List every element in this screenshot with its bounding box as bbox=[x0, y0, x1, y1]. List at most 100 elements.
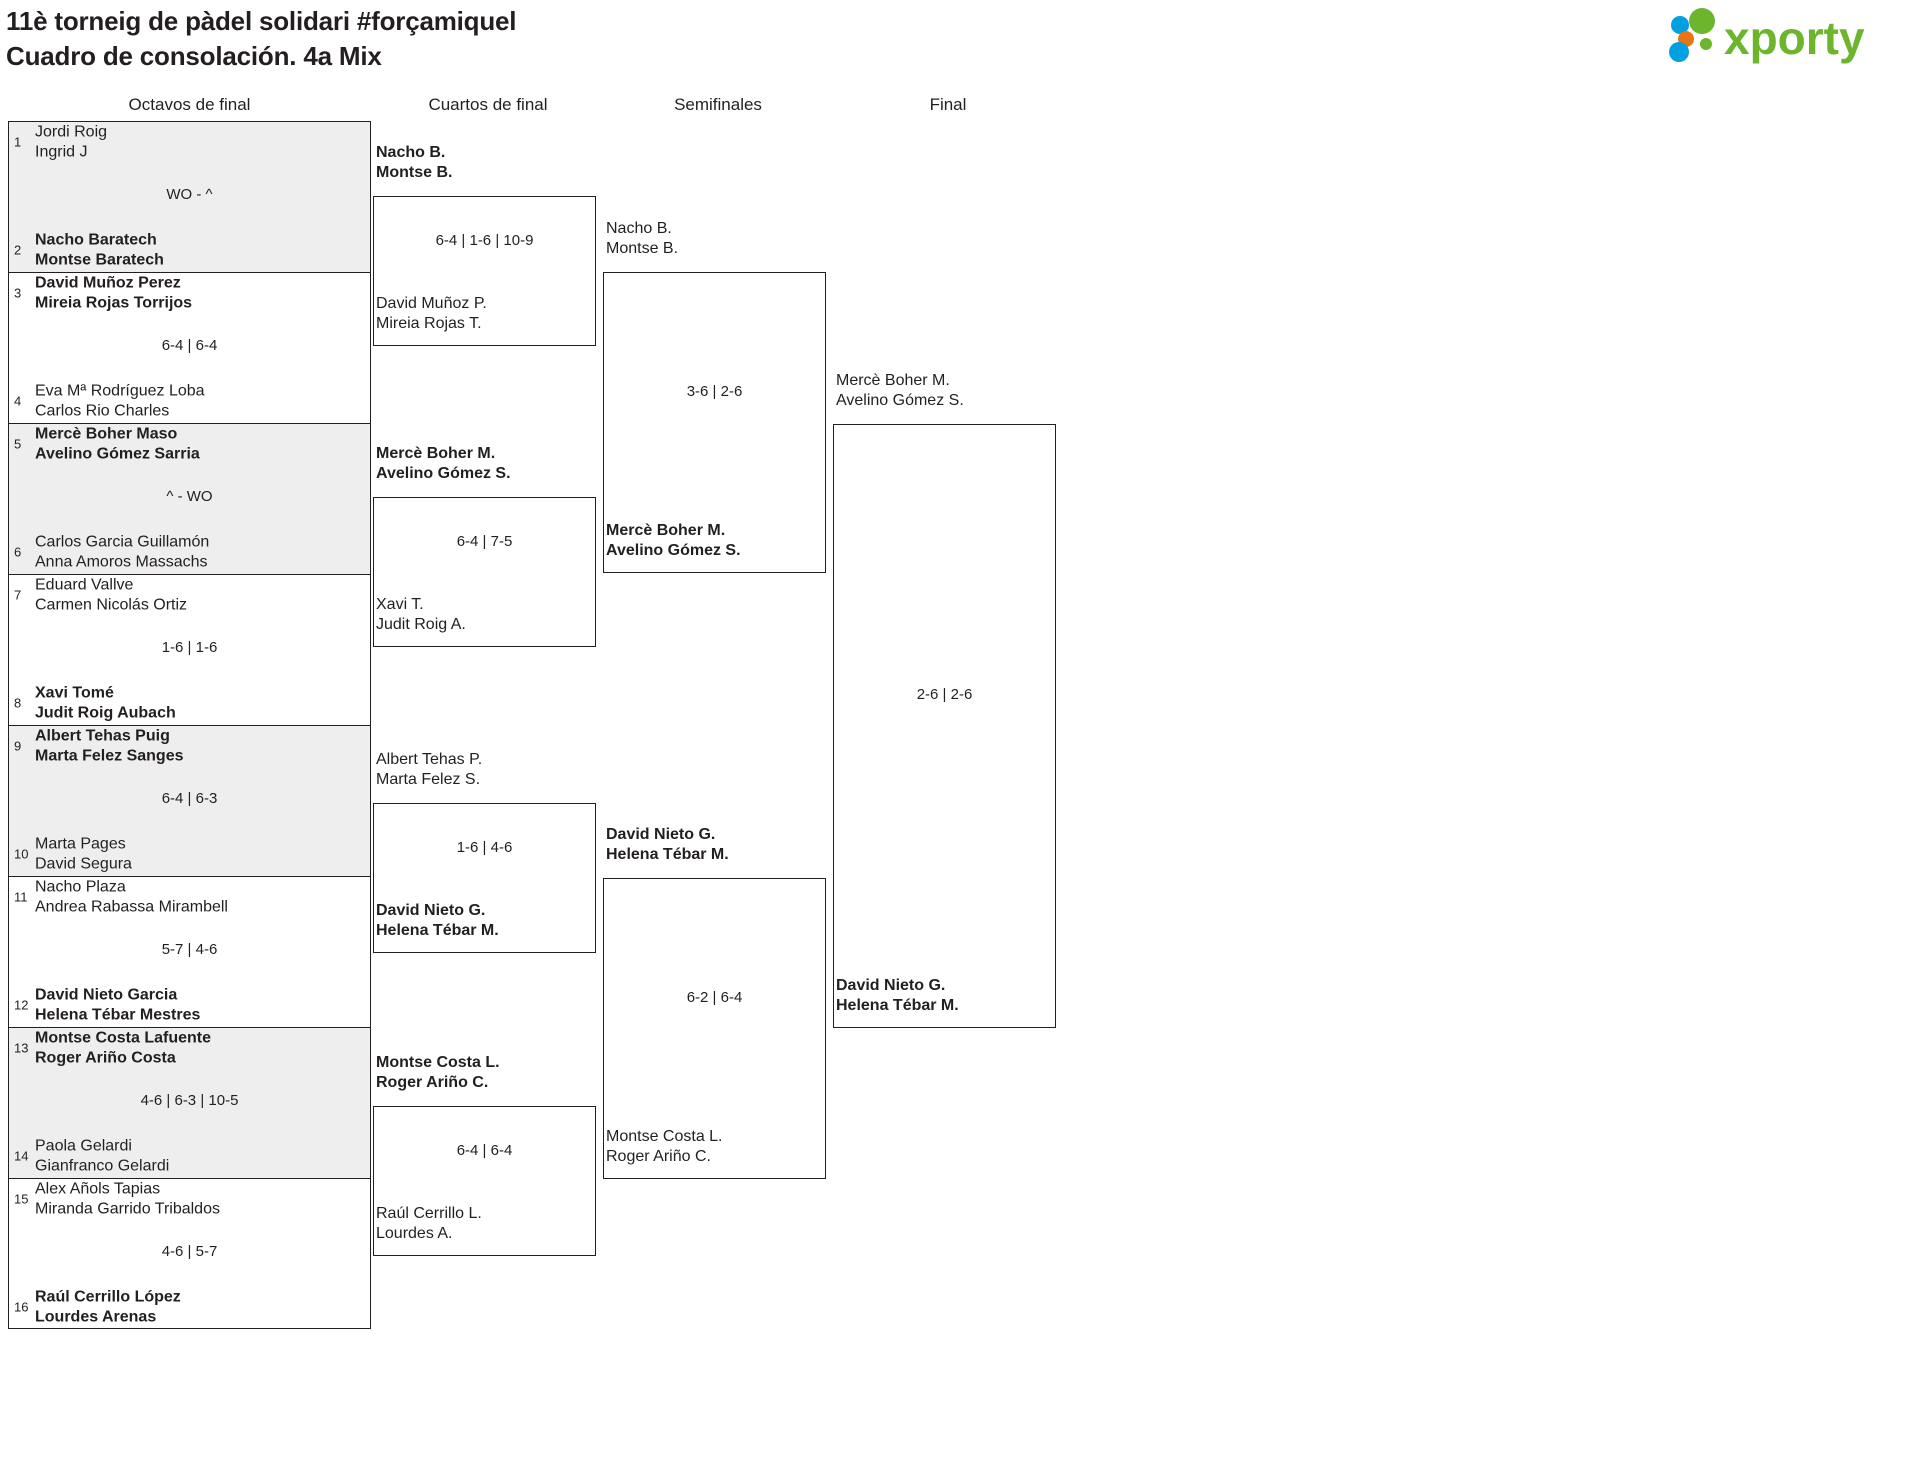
r1-match-3-top: 5 Mercè Boher Maso Avelino Gómez Sarria bbox=[9, 424, 370, 464]
r1-match-1-bottom: 2 Nacho Baratech Montse Baratech bbox=[9, 230, 370, 270]
title-line-2: Cuadro de consolación. 4a Mix bbox=[6, 40, 382, 71]
r1-match-1-top: 1 Jordi Roig Ingrid J bbox=[9, 122, 370, 162]
r1-match-3-bottom: 6 Carlos Garcia Guillamón Anna Amoros Ma… bbox=[9, 532, 370, 572]
r1-match-6[interactable]: 11 Nacho Plaza Andrea Rabassa Mirambell … bbox=[8, 876, 371, 1027]
player-1: Alex Añols Tapias bbox=[35, 1180, 161, 1198]
sf-1-top-names: Nacho B. Montse B. bbox=[606, 219, 678, 258]
player-2: Montse B. bbox=[376, 163, 453, 181]
seed-number: 13 bbox=[14, 1040, 29, 1056]
player-2: Marta Felez S. bbox=[376, 770, 481, 788]
seed-number: 7 bbox=[14, 587, 22, 603]
player-1: Xavi T. bbox=[376, 596, 424, 613]
player-2: Judit Roig Aubach bbox=[35, 704, 176, 721]
r1-match-5-score: 6-4 | 6-3 bbox=[161, 790, 218, 807]
r1-match-2-top: 3 David Muñoz Perez Mireia Rojas Torrijo… bbox=[9, 273, 370, 313]
r1-match-8[interactable]: 15 Alex Añols Tapias Miranda Garrido Tri… bbox=[8, 1178, 371, 1329]
qf-3-top-names: Albert Tehas P. Marta Felez S. bbox=[376, 750, 482, 789]
r1-match-7[interactable]: 13 Montse Costa Lafuente Roger Ariño Cos… bbox=[8, 1027, 371, 1178]
qf-3-bottom-names: David Nieto G. Helena Tébar M. bbox=[376, 901, 499, 940]
seed-number: 4 bbox=[14, 393, 22, 409]
round-header-octavos: Octavos de final bbox=[128, 95, 251, 114]
sf-1-score: 3-6 | 2-6 bbox=[686, 383, 743, 400]
player-2: Judit Roig A. bbox=[376, 615, 466, 633]
qf-2-box[interactable] bbox=[373, 497, 596, 647]
player-1: Nacho Baratech bbox=[35, 231, 157, 249]
player-1: Carlos Garcia Guillamón bbox=[35, 533, 210, 551]
svg-text:xporty: xporty bbox=[1724, 12, 1865, 64]
player-1: Raúl Cerrillo López bbox=[35, 1288, 181, 1306]
r1-match-8-bottom: 16 Raúl Cerrillo López Lourdes Arenas bbox=[9, 1287, 370, 1327]
player-1: Mercè Boher M. bbox=[606, 522, 726, 539]
r1-match-2-score: 6-4 | 6-4 bbox=[161, 337, 218, 354]
player-names: David Muñoz Perez Mireia Rojas Torrijos bbox=[35, 273, 192, 312]
player-1: Mercè Boher M. bbox=[836, 372, 950, 389]
title-line-1: 11è torneig de pàdel solidari #forçamiqu… bbox=[6, 6, 517, 36]
player-1: David Nieto G. bbox=[836, 977, 946, 994]
seed-number: 6 bbox=[14, 544, 22, 560]
sf-2-box[interactable] bbox=[603, 878, 826, 1179]
r1-match-6-bottom: 12 David Nieto Garcia Helena Tébar Mestr… bbox=[9, 985, 370, 1025]
seed-number: 11 bbox=[14, 889, 28, 905]
r1-match-5[interactable]: 9 Albert Tehas Puig Marta Felez Sanges 6… bbox=[8, 725, 371, 876]
seed-number: 8 bbox=[14, 695, 22, 711]
round-header-final: Final bbox=[929, 95, 967, 114]
seed-number: 14 bbox=[14, 1148, 29, 1164]
r1-match-5-top: 9 Albert Tehas Puig Marta Felez Sanges bbox=[9, 726, 370, 766]
qf-3-box[interactable] bbox=[373, 803, 596, 953]
player-2: Avelino Gómez S. bbox=[836, 391, 964, 409]
player-names: Nacho Baratech Montse Baratech bbox=[35, 230, 164, 269]
player-1: Montse Costa L. bbox=[606, 1128, 723, 1145]
r1-match-1[interactable]: 1 Jordi Roig Ingrid J WO - ^ 2 Nacho Bar… bbox=[8, 121, 371, 272]
r1-match-3-score: ^ - WO bbox=[166, 488, 213, 505]
player-2: Lourdes Arenas bbox=[35, 1308, 157, 1325]
r1-match-3[interactable]: 5 Mercè Boher Maso Avelino Gómez Sarria … bbox=[8, 423, 371, 574]
page-header: 11è torneig de pàdel solidari #forçamiqu… bbox=[0, 0, 1920, 96]
player-names: Mercè Boher Maso Avelino Gómez Sarria bbox=[35, 424, 200, 463]
player-2: Ingrid J bbox=[35, 143, 88, 160]
player-1: Nacho Plaza bbox=[35, 878, 126, 896]
player-names: Jordi Roig Ingrid J bbox=[35, 122, 107, 161]
player-2: Andrea Rabassa Mirambell bbox=[35, 898, 228, 915]
player-names: Xavi Tomé Judit Roig Aubach bbox=[35, 683, 176, 722]
player-1: Albert Tehas P. bbox=[376, 751, 483, 768]
player-names: Montse Costa Lafuente Roger Ariño Costa bbox=[35, 1028, 211, 1067]
r1-match-7-score: 4-6 | 6-3 | 10-5 bbox=[140, 1092, 239, 1109]
sf-2-top-names: David Nieto G. Helena Tébar M. bbox=[606, 825, 729, 864]
r1-match-4[interactable]: 7 Eduard Vallve Carmen Nicolás Ortiz 1-6… bbox=[8, 574, 371, 725]
player-names: David Nieto Garcia Helena Tébar Mestres bbox=[35, 985, 200, 1024]
player-2: Helena Tébar M. bbox=[606, 845, 729, 863]
final-box[interactable] bbox=[833, 424, 1056, 1028]
qf-4-box[interactable] bbox=[373, 1106, 596, 1256]
qf-1-top-names: Nacho B. Montse B. bbox=[376, 143, 452, 182]
r1-match-2-bottom: 4 Eva Mª Rodríguez Loba Carlos Rio Charl… bbox=[9, 381, 370, 421]
player-1: David Nieto G. bbox=[376, 902, 486, 919]
player-names: Nacho Plaza Andrea Rabassa Mirambell bbox=[35, 877, 228, 916]
player-2: Montse B. bbox=[606, 239, 679, 257]
r1-match-4-bottom: 8 Xavi Tomé Judit Roig Aubach bbox=[9, 683, 370, 723]
player-1: Albert Tehas Puig bbox=[35, 727, 170, 745]
qf-4-score: 6-4 | 6-4 bbox=[456, 1142, 513, 1159]
player-1: Marta Pages bbox=[35, 835, 126, 853]
player-1: David Nieto Garcia bbox=[35, 986, 178, 1004]
player-1: Montse Costa L. bbox=[376, 1054, 500, 1071]
player-2: Gianfranco Gelardi bbox=[35, 1157, 170, 1174]
r1-match-2[interactable]: 3 David Muñoz Perez Mireia Rojas Torrijo… bbox=[8, 272, 371, 423]
seed-number: 12 bbox=[14, 997, 29, 1013]
r1-match-4-score: 1-6 | 1-6 bbox=[161, 639, 218, 656]
player-1: Paola Gelardi bbox=[35, 1137, 132, 1155]
r1-match-5-bottom: 10 Marta Pages David Segura bbox=[9, 834, 370, 874]
seed-number: 10 bbox=[14, 846, 29, 862]
player-1: David Nieto G. bbox=[606, 826, 716, 843]
player-2: Avelino Gómez Sarria bbox=[35, 445, 200, 462]
player-1: David Muñoz P. bbox=[376, 295, 487, 312]
player-2: Carmen Nicolás Ortiz bbox=[35, 596, 188, 613]
player-1: Mercè Boher M. bbox=[376, 445, 496, 462]
seed-number: 5 bbox=[14, 436, 22, 452]
sf-2-bottom-names: Montse Costa L. Roger Ariño C. bbox=[606, 1127, 723, 1166]
xporty-logo[interactable]: xporty bbox=[1664, 8, 1904, 66]
sf-1-box[interactable] bbox=[603, 272, 826, 573]
qf-1-box[interactable] bbox=[373, 196, 596, 346]
player-1: Jordi Roig bbox=[35, 123, 108, 141]
r1-match-1-score: WO - ^ bbox=[166, 186, 213, 203]
final-bottom-names: David Nieto G. Helena Tébar M. bbox=[836, 976, 959, 1015]
